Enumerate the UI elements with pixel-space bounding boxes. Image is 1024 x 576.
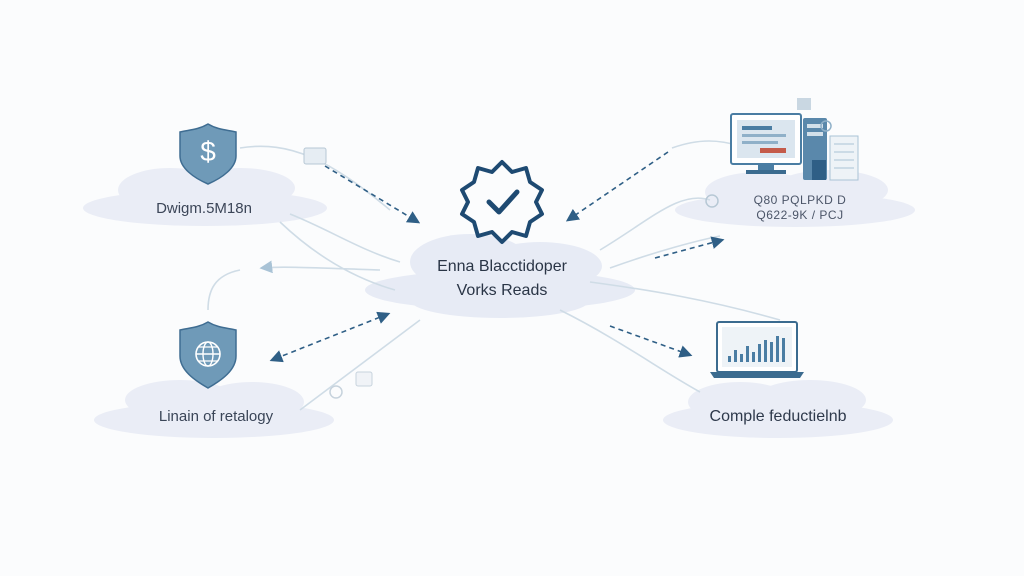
desktop-computer-icon: [730, 98, 859, 181]
center-node-title: Enna Blacctidoper: [437, 258, 567, 275]
cloud-bottom-left: [94, 380, 334, 438]
top-left-node-label: Dwigm.5M18n: [156, 200, 252, 217]
check-badge-icon: [460, 160, 544, 244]
cloud-center: [365, 234, 635, 318]
top-right-node-label-line2: Q622-9K / PCJ: [756, 208, 844, 222]
cloud-top-right: [675, 170, 915, 227]
center-node-subtitle: Vorks Reads: [456, 282, 548, 299]
bottom-left-node-label: Linain of retalogy: [158, 408, 274, 425]
bottom-right-node-label: Comple feductielnb: [709, 408, 847, 425]
small-connector-nodes: [303, 147, 719, 399]
laptop-chart-icon: [710, 321, 804, 378]
svg-text:$: $: [200, 136, 216, 167]
dollar-shield-icon: $: [179, 123, 237, 185]
globe-shield-icon: [179, 321, 237, 389]
dashed-arrows: [269, 151, 725, 363]
top-right-node-label-line1: Q80 PQLPKD D: [753, 193, 847, 207]
cloud-bottom-right: [663, 380, 893, 438]
cloud-top-left: [83, 168, 327, 226]
